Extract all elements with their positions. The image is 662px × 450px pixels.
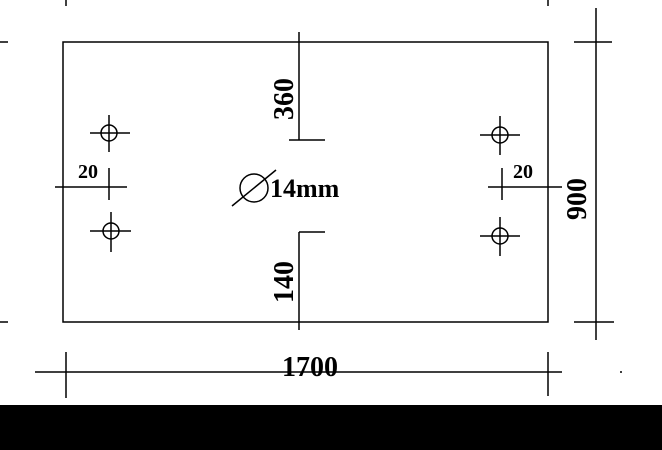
- right-offset-label: 20: [513, 161, 533, 183]
- bottom-bar: [0, 405, 662, 450]
- left-offset-label: 20: [78, 161, 98, 183]
- bottom-offset-label: 140: [269, 261, 300, 303]
- drawing-sheet: [0, 0, 662, 405]
- hole-right-bottom: [480, 217, 520, 256]
- hole-left-bottom: [90, 212, 131, 252]
- technical-drawing: 1700 900 360 140 20 20 14mm: [0, 0, 622, 398]
- hole-diameter-label: 14mm: [270, 174, 340, 203]
- speck-dot: [620, 371, 622, 373]
- width-dimension-label: 1700: [282, 352, 338, 383]
- diameter-symbol-icon: [231, 169, 277, 207]
- height-dimension-label: 900: [562, 178, 593, 220]
- top-offset-label: 360: [269, 78, 300, 120]
- hole-right-top: [480, 116, 520, 155]
- plate-outline: [62, 41, 549, 323]
- hole-left-top: [90, 115, 130, 152]
